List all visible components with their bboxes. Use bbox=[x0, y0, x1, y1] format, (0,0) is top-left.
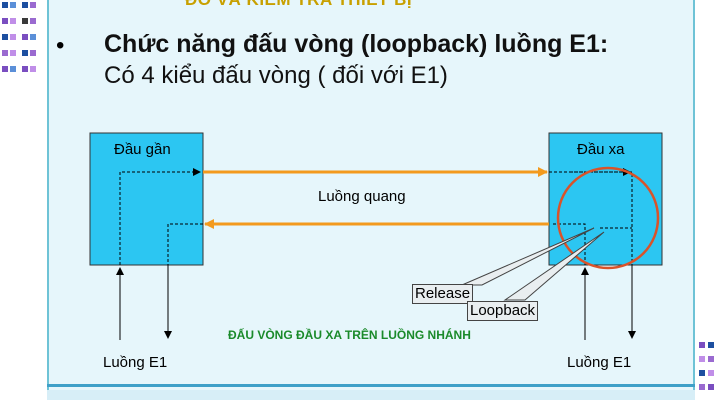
decorative-dots-right bbox=[699, 342, 714, 390]
slide-bottom-strip bbox=[47, 390, 695, 400]
loopback-callout: Loopback bbox=[467, 301, 539, 321]
loopback-callout-pointer bbox=[503, 231, 605, 301]
loopback-highlight-circle bbox=[556, 166, 660, 270]
optical-line-label: Luồng quang bbox=[318, 188, 406, 205]
slide-header: ĐO VÀ KIỂM TRA THIẾT BỊ bbox=[185, 0, 545, 8]
near-end-label: Đầu gần bbox=[114, 141, 171, 158]
diagram-caption: ĐẤU VÒNG ĐẦU XA TRÊN LUỒNG NHÁNH bbox=[228, 328, 471, 342]
bullet-marker: • bbox=[56, 32, 65, 59]
e1-left-label: Luồng E1 bbox=[103, 354, 168, 371]
near-end-rx-path bbox=[167, 223, 203, 265]
near-end-tx-path bbox=[119, 168, 201, 265]
release-callout: Release bbox=[412, 284, 474, 304]
near-end-box bbox=[89, 132, 204, 266]
decorative-dots-left bbox=[2, 2, 36, 72]
slide-bottom-band bbox=[47, 384, 695, 387]
far-end-tx-path bbox=[552, 223, 586, 265]
slide-title: Chức năng đấu vòng (loopback) luồng E1: bbox=[104, 30, 609, 58]
far-end-label: Đầu xa bbox=[577, 141, 625, 158]
slide-border-left bbox=[47, 0, 49, 400]
slide-border-right bbox=[693, 0, 695, 400]
far-end-box bbox=[548, 132, 663, 266]
slide-subtitle: Có 4 kiểu đấu vòng ( đối với E1) bbox=[104, 62, 448, 89]
e1-right-label: Luồng E1 bbox=[567, 354, 632, 371]
